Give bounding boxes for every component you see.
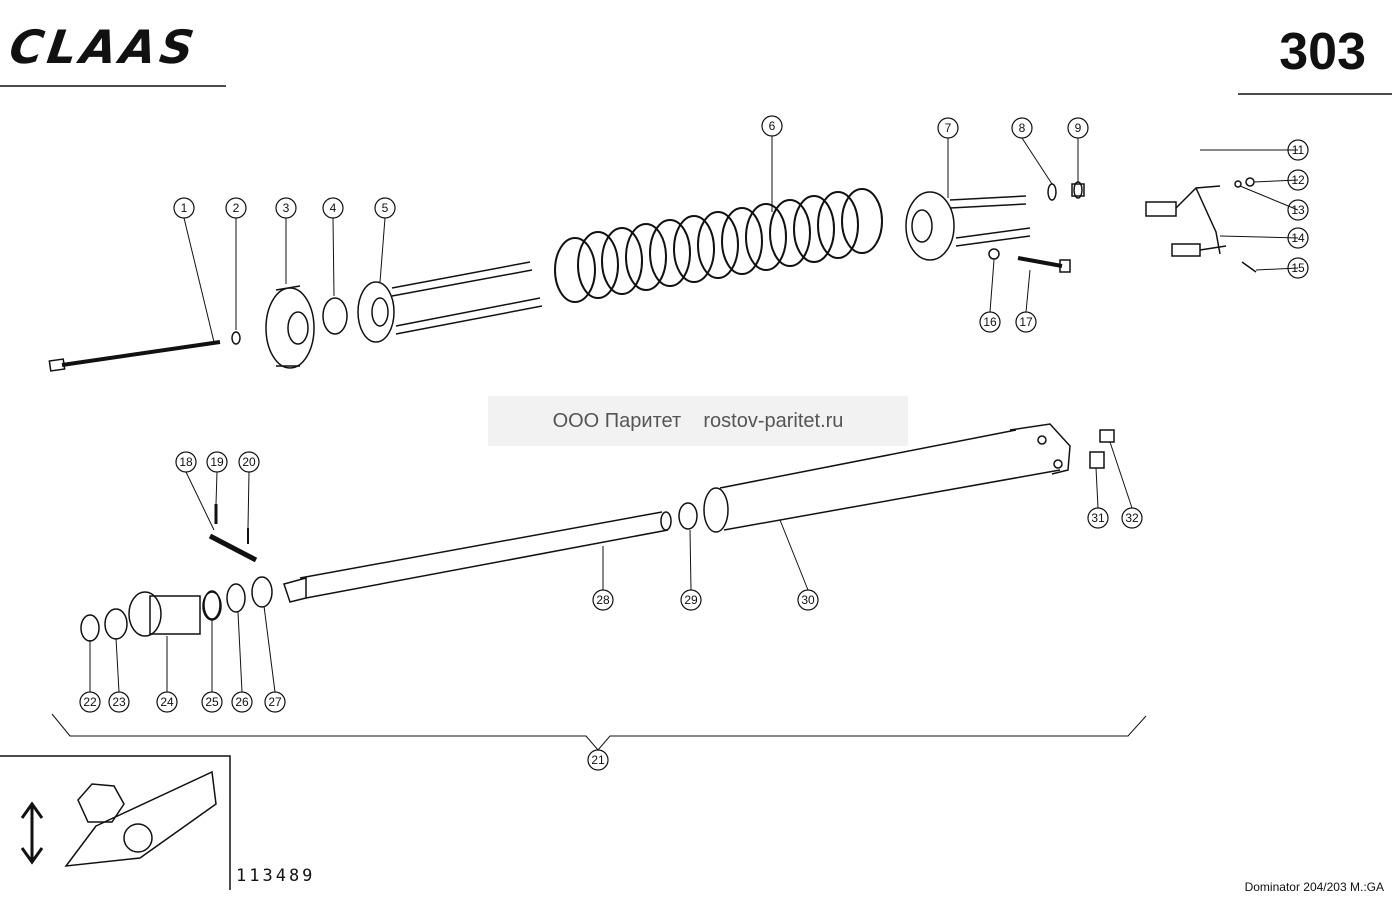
- part-11-lever: [1145, 185, 1227, 257]
- callout-31: 31: [1091, 511, 1105, 525]
- callout-3: 3: [283, 201, 290, 215]
- callout-16: 16: [983, 315, 997, 329]
- callout-2: 2: [233, 201, 240, 215]
- callout-18: 18: [179, 455, 193, 469]
- part-2-washer: [231, 331, 241, 345]
- part-26-ring: [226, 583, 246, 613]
- callout-9: 9: [1075, 121, 1082, 135]
- callout-4: 4: [330, 201, 337, 215]
- part-24-piston: [128, 590, 221, 637]
- part-4-ring: [322, 297, 348, 335]
- callout-30: 30: [801, 593, 815, 607]
- callout-8: 8: [1019, 121, 1026, 135]
- callout-20: 20: [242, 455, 256, 469]
- callout-1: 1: [181, 201, 188, 215]
- part-31-fitting: [1089, 451, 1105, 469]
- callout-15: 15: [1291, 261, 1305, 275]
- part-1-bolt: [48, 340, 221, 372]
- callout-19: 19: [210, 455, 224, 469]
- part-23-seal: [104, 608, 128, 640]
- callout-32: 32: [1125, 511, 1139, 525]
- part-3-flange: [265, 285, 315, 369]
- part-16-nut: [988, 248, 1000, 260]
- callout-11: 11: [1292, 143, 1305, 157]
- part-28-rod: [283, 511, 672, 603]
- part-9-nut: [1071, 183, 1085, 197]
- page-number: 303: [1279, 23, 1366, 81]
- callout-circles: [79, 115, 1309, 771]
- watermark-banner: ООО Паритет rostov-paritet.ru: [488, 396, 908, 446]
- drawing-number: 113489: [236, 866, 316, 886]
- part-22-seal: [80, 614, 100, 642]
- callout-26: 26: [235, 695, 249, 709]
- callout-14: 14: [1291, 231, 1305, 245]
- part-8-washer: [1047, 183, 1057, 201]
- model-caption: Dominator 204/203 M.:GA: [1244, 880, 1384, 894]
- part-25-ring: [202, 591, 222, 621]
- callout-7: 7: [945, 121, 952, 135]
- callout-6: 6: [769, 119, 776, 133]
- callout-5: 5: [382, 201, 389, 215]
- callout-24: 24: [160, 695, 174, 709]
- callout-25: 25: [205, 695, 219, 709]
- part-12-nut: [1245, 177, 1255, 187]
- callout-28: 28: [596, 593, 610, 607]
- part-7-housing: [905, 191, 1031, 261]
- part-15-pin: [1241, 261, 1257, 273]
- part-6-spring: [554, 188, 883, 303]
- callout-23: 23: [112, 695, 126, 709]
- callout-12: 12: [1291, 173, 1305, 187]
- part-5-guide: [357, 261, 543, 343]
- callout-21: 21: [591, 753, 605, 767]
- part-13-washer: [1234, 180, 1242, 188]
- location-inset: [0, 755, 231, 890]
- part-18-pin: [208, 533, 258, 563]
- callout-17: 17: [1019, 315, 1033, 329]
- callout-22: 22: [83, 695, 97, 709]
- callout-13: 13: [1291, 203, 1305, 217]
- part-27-ring: [251, 576, 273, 608]
- part-17-bolt: [1017, 256, 1071, 273]
- callout-29: 29: [684, 593, 698, 607]
- callout-27: 27: [268, 695, 282, 709]
- part-29-ring: [678, 502, 698, 530]
- callout-labels: 1 2 3 4 5 6 7 8 9 11 12 13 14 15 16 17 1…: [83, 119, 1305, 767]
- part-32-nipple: [1099, 429, 1115, 443]
